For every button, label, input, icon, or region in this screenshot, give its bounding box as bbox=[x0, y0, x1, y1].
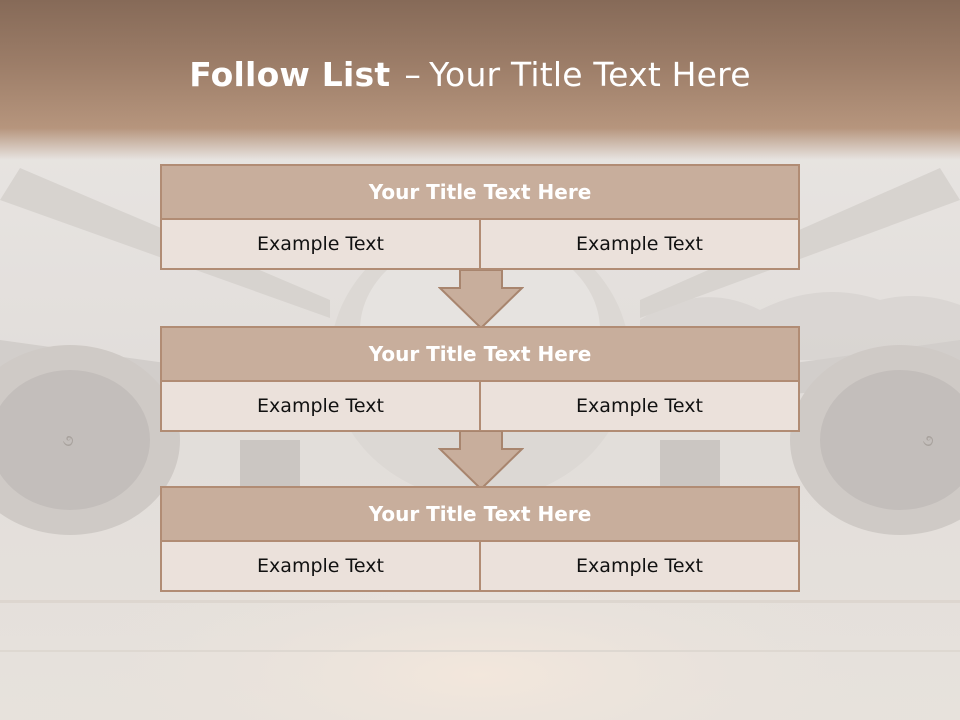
list-block-3: Your Title Text Here Example Text Exampl… bbox=[160, 486, 800, 592]
slide-title-bold: Follow List bbox=[189, 55, 391, 94]
svg-text:૭: ૭ bbox=[62, 431, 73, 450]
slide-title: Follow List–Your Title Text Here bbox=[0, 55, 940, 94]
down-arrow-icon bbox=[438, 431, 524, 491]
block-cell-right: Example Text bbox=[481, 382, 800, 432]
block-title: Your Title Text Here bbox=[160, 326, 800, 382]
list-block-1: Your Title Text Here Example Text Exampl… bbox=[160, 164, 800, 270]
header-band bbox=[0, 0, 960, 160]
svg-text:૭: ૭ bbox=[922, 431, 933, 450]
block-title: Your Title Text Here bbox=[160, 486, 800, 542]
block-cell-right: Example Text bbox=[481, 542, 800, 592]
block-row: Example Text Example Text bbox=[160, 542, 800, 592]
slide-title-rest: Your Title Text Here bbox=[429, 55, 751, 94]
block-cell-left: Example Text bbox=[160, 542, 481, 592]
block-cell-left: Example Text bbox=[160, 220, 481, 270]
down-arrow-icon bbox=[438, 270, 524, 330]
slide-title-separator: – bbox=[404, 55, 422, 94]
block-cell-left: Example Text bbox=[160, 382, 481, 432]
block-row: Example Text Example Text bbox=[160, 220, 800, 270]
block-title: Your Title Text Here bbox=[160, 164, 800, 220]
list-block-2: Your Title Text Here Example Text Exampl… bbox=[160, 326, 800, 432]
block-cell-right: Example Text bbox=[481, 220, 800, 270]
block-row: Example Text Example Text bbox=[160, 382, 800, 432]
